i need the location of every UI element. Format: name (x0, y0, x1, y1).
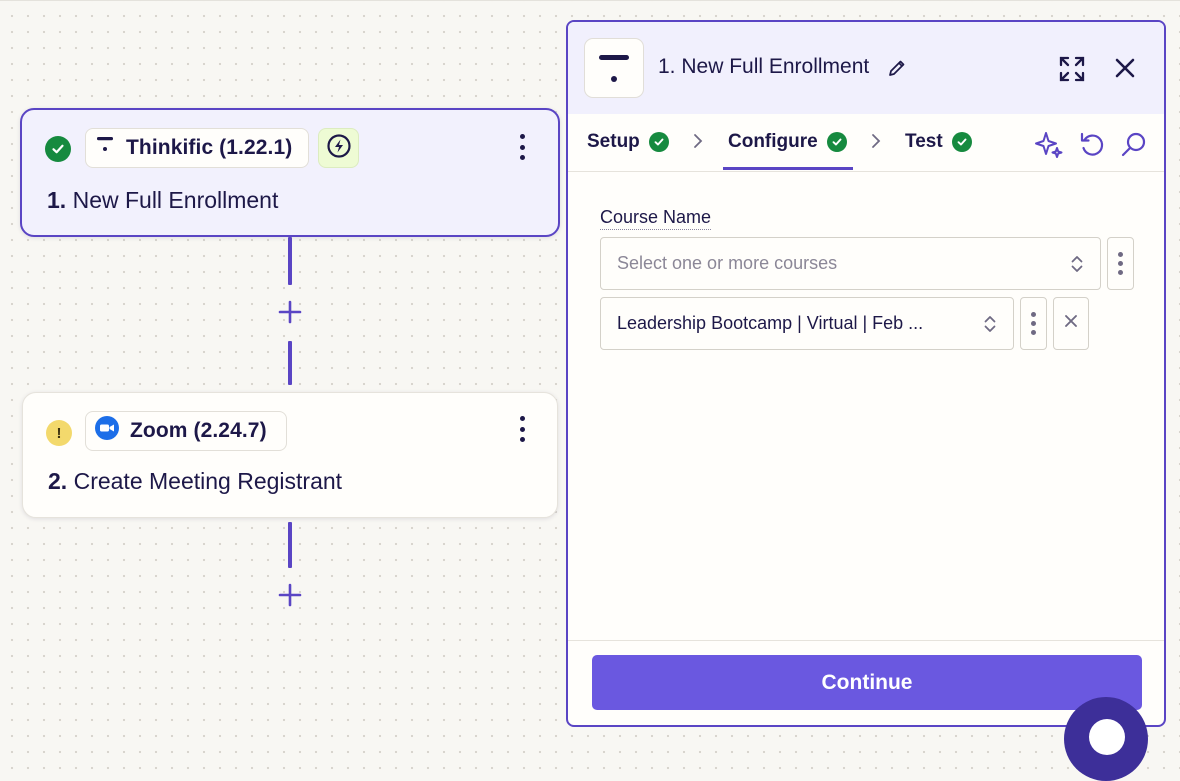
tab-label: Test (905, 131, 943, 152)
thinkific-logo-icon (584, 38, 644, 98)
course-select[interactable]: Select one or more courses (600, 237, 1101, 290)
step-title-text: New Full Enrollment (72, 187, 279, 213)
chat-icon (1089, 719, 1125, 755)
undo-icon[interactable] (1078, 129, 1106, 164)
selected-course-value: Leadership Bootcamp | Virtual | Feb ... (617, 313, 924, 333)
kebab-icon (1031, 312, 1036, 335)
bolt-icon (326, 133, 352, 164)
panel-tabs: Setup Configure Test (568, 114, 1164, 172)
step-number: 2. (48, 468, 68, 494)
check-circle-icon (951, 132, 972, 152)
step-title: 1. New Full Enrollment (47, 187, 278, 214)
updown-chevron-icon (983, 314, 997, 339)
value-options-button[interactable] (1020, 297, 1047, 350)
panel-title: 1. New Full Enrollment (658, 55, 870, 78)
thinkific-logo-icon (94, 134, 116, 162)
top-divider (0, 0, 1180, 1)
trigger-badge (318, 128, 359, 168)
tab-test[interactable]: Test (905, 114, 972, 170)
check-circle-icon (648, 132, 669, 152)
app-chip-label: Thinkific (1.22.1) (126, 136, 293, 159)
remove-value-button[interactable] (1053, 297, 1089, 350)
continue-button[interactable]: Continue (592, 655, 1142, 710)
pencil-icon[interactable] (887, 58, 907, 83)
step-menu-button[interactable] (512, 130, 532, 164)
step-number: 1. (47, 187, 67, 213)
step-editor-panel: 1. New Full Enrollment Setup Configure (566, 20, 1166, 727)
add-step-button[interactable] (275, 299, 305, 329)
course-name-label: Course Name (600, 207, 712, 230)
search-icon[interactable] (1120, 129, 1148, 164)
chat-launcher-button[interactable] (1064, 697, 1148, 781)
selected-course-field[interactable]: Leadership Bootcamp | Virtual | Feb ... (600, 297, 1014, 350)
app-chip-thinkific[interactable]: Thinkific (1.22.1) (85, 128, 309, 168)
chevron-right-icon (870, 133, 882, 154)
connector-line (288, 341, 292, 385)
panel-header: 1. New Full Enrollment (568, 22, 1164, 114)
step-title-text: Create Meeting Registrant (73, 468, 343, 494)
updown-chevron-icon (1070, 254, 1084, 279)
plus-icon (277, 299, 303, 330)
check-circle-icon (45, 136, 71, 162)
chevron-right-icon (692, 133, 704, 154)
sparkle-icon[interactable] (1034, 129, 1064, 164)
step-card-2[interactable]: ! Zoom (2.24.7) 2. Create Meeting Regist… (22, 392, 558, 518)
course-select-placeholder: Select one or more courses (617, 253, 838, 273)
tab-label: Configure (728, 131, 818, 152)
tab-setup[interactable]: Setup (587, 114, 669, 170)
footer-divider (568, 640, 1164, 641)
app-chip-label: Zoom (2.24.7) (130, 419, 267, 442)
add-step-button[interactable] (275, 582, 305, 612)
step-card-1[interactable]: Thinkific (1.22.1) 1. New Full Enrollmen… (20, 108, 560, 237)
check-circle-icon (826, 132, 847, 152)
step-title: 2. Create Meeting Registrant (48, 468, 342, 495)
active-tab-indicator (723, 167, 853, 170)
plus-icon (277, 582, 303, 613)
step-menu-button[interactable] (512, 412, 532, 446)
connector-line (288, 522, 292, 568)
warning-circle-icon: ! (46, 420, 72, 446)
app-chip-zoom[interactable]: Zoom (2.24.7) (85, 411, 287, 451)
tab-label: Setup (587, 131, 640, 152)
field-options-button[interactable] (1107, 237, 1134, 290)
tab-configure[interactable]: Configure (728, 114, 847, 170)
kebab-icon (1118, 252, 1123, 275)
expand-icon[interactable] (1058, 55, 1086, 88)
close-icon (1063, 313, 1079, 334)
warning-glyph: ! (56, 424, 62, 442)
close-icon[interactable] (1113, 56, 1137, 85)
zoom-logo-icon (94, 415, 120, 447)
connector-line (288, 237, 292, 285)
